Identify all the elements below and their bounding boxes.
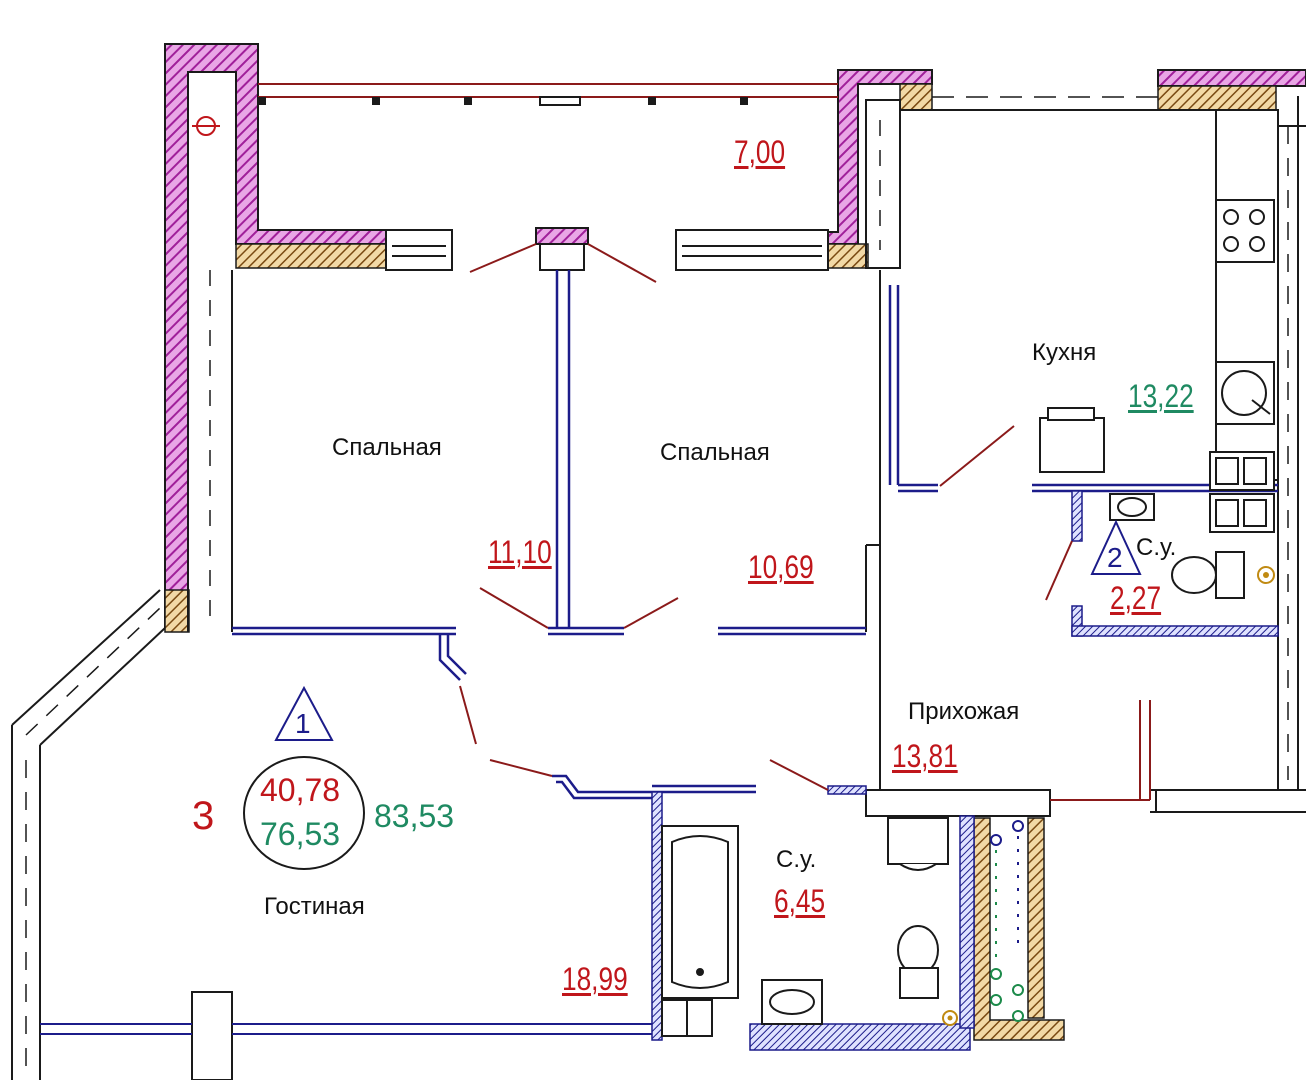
bedroom-right-name: Спальная: [660, 439, 770, 466]
door-swings: [459, 243, 1151, 801]
bathroom-large-name: С.у.: [776, 846, 817, 873]
rooms-count: 3: [192, 794, 215, 838]
windows: [385, 229, 829, 271]
living-room-name: Гостиная: [264, 893, 365, 920]
toilet-large-icon: [897, 925, 939, 975]
exterior-wall-pier: [535, 227, 589, 245]
area-circle: [243, 756, 365, 870]
balcony-area: 7,00: [734, 134, 786, 170]
kitchen-area: 13,22: [1128, 378, 1194, 414]
marker-1-number: 1: [295, 708, 311, 739]
exterior-wall-top-right: [1157, 69, 1306, 87]
washing-machine-icon: [887, 817, 949, 865]
kitchen-fixtures: [1039, 109, 1279, 533]
kitchen-name: Кухня: [1032, 339, 1097, 366]
living-room-area: 18,99: [562, 961, 628, 997]
bedroom-left-name: Спальная: [332, 434, 442, 461]
toilet-icon: [1171, 556, 1217, 594]
markers: [243, 519, 1142, 870]
balcony-outline: [192, 83, 838, 136]
utility-shaft: [990, 820, 1024, 1022]
small-bathroom-fixtures: [1109, 493, 1275, 599]
large-bathroom-fixtures: [661, 817, 958, 1037]
bedroom-right-area: 10,69: [748, 549, 814, 585]
stove-icon: [1215, 199, 1275, 263]
bathroom-walls: [651, 490, 1279, 1051]
bathroom-small-area: 2,27: [1110, 580, 1162, 616]
living-area-total: 40,78: [260, 772, 341, 808]
hallway-name: Прихожая: [908, 698, 1020, 725]
total-area-with-balcony: 83,53: [374, 798, 455, 834]
exterior-walls: [164, 43, 1306, 629]
marker-2-number: 2: [1107, 542, 1123, 573]
bedroom-left-area: 11,10: [488, 534, 552, 570]
marker-1-triangle: [274, 685, 334, 741]
dining-table-icon: [1039, 417, 1105, 473]
marker-2-triangle: [1090, 519, 1142, 575]
total-area: 76,53: [260, 816, 341, 852]
interior-walls: [232, 270, 1278, 800]
bathroom-large-area: 6,45: [774, 883, 826, 919]
bathroom-small-name: С.у.: [1136, 534, 1177, 561]
hallway-area: 13,81: [892, 738, 958, 774]
brown-hatch-elements: [164, 83, 1277, 1041]
